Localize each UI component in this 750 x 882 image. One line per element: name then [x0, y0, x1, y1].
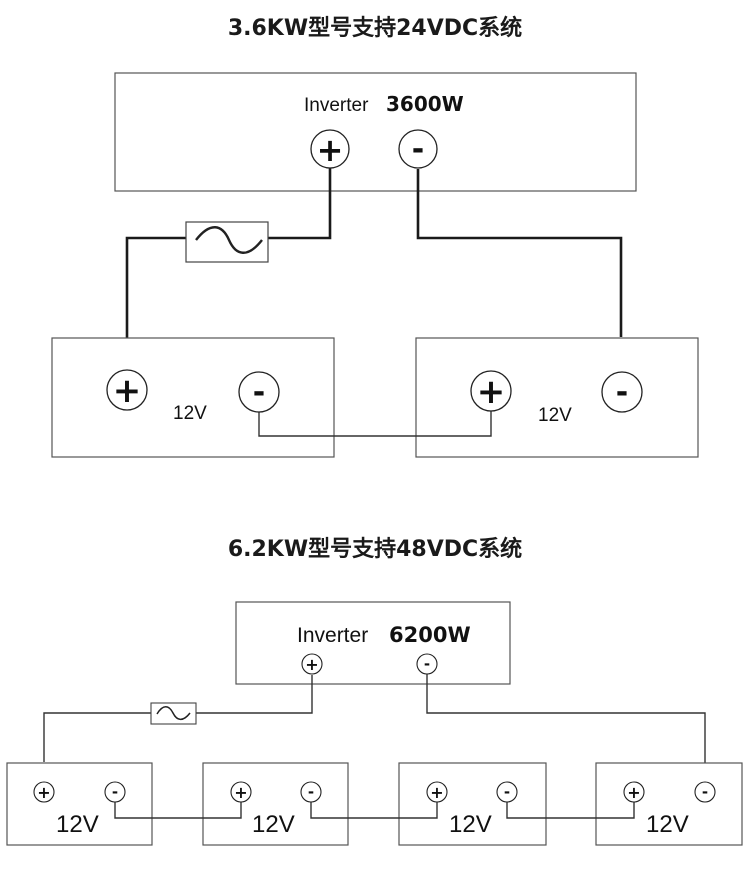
- inverter-label: Inverter: [304, 95, 369, 116]
- svg-text:+: +: [305, 655, 318, 674]
- battery-voltage-label: 12V: [646, 811, 689, 838]
- inverter-power: 6200W: [389, 623, 471, 647]
- svg-text:+: +: [37, 783, 50, 802]
- svg-text:-: -: [112, 783, 118, 801]
- battery-negative-terminal-icon: -: [300, 781, 322, 803]
- battery-box: [415, 337, 699, 458]
- wire-inverter-positive: [196, 675, 313, 714]
- diagram2-title: 6.2KW型号支持48VDC系统: [227, 537, 523, 562]
- svg-text:+: +: [317, 131, 344, 169]
- svg-text:-: -: [702, 783, 708, 801]
- wire-series-link: [310, 802, 438, 819]
- svg-text:-: -: [424, 655, 430, 673]
- wire-series-link: [506, 802, 635, 819]
- battery-voltage-label: 12V: [56, 811, 99, 838]
- battery-positive-terminal-icon: +: [106, 369, 148, 411]
- battery-box: [202, 762, 349, 846]
- inverter-box: [235, 601, 511, 685]
- diagram2: Inverter 6200W 12V 12V 12V 12V +: [6, 601, 743, 846]
- battery-positive-terminal-icon: +: [33, 781, 55, 803]
- inverter-box: [114, 72, 637, 192]
- battery-voltage-label: 12V: [449, 811, 492, 838]
- wire-inverter-negative: [426, 674, 706, 781]
- battery-box: [398, 762, 547, 846]
- wire-fuse-to-battery-positive: [125, 236, 186, 368]
- wire-fuse-to-battery-positive: [43, 712, 151, 762]
- diagram1: Inverter 3600W 12V 12V + - +: [51, 72, 699, 458]
- battery-positive-terminal-icon: +: [230, 781, 252, 803]
- battery-negative-terminal-icon: -: [238, 371, 280, 413]
- svg-text:+: +: [430, 783, 443, 802]
- inverter-label: Inverter: [297, 624, 368, 647]
- svg-text:+: +: [113, 371, 142, 411]
- svg-text:-: -: [253, 375, 265, 410]
- inverter-positive-terminal-icon: +: [310, 129, 350, 169]
- fuse-icon: [185, 221, 269, 263]
- wire-series-link: [258, 411, 492, 437]
- svg-text:-: -: [412, 132, 424, 167]
- battery-negative-terminal-icon: -: [104, 781, 126, 803]
- battery-box: [595, 762, 743, 846]
- wire-series-link: [114, 802, 242, 819]
- inverter-negative-terminal-icon: -: [416, 653, 438, 675]
- svg-text:-: -: [308, 783, 314, 801]
- wire-inverter-negative: [416, 169, 623, 337]
- svg-text:-: -: [504, 783, 510, 801]
- battery-voltage-label: 12V: [173, 403, 207, 424]
- inverter-negative-terminal-icon: -: [398, 129, 438, 169]
- inverter-power: 3600W: [386, 92, 464, 116]
- battery-voltage-label: 12V: [252, 811, 295, 838]
- wire-inverter-positive: [268, 167, 332, 240]
- svg-text:+: +: [477, 372, 506, 412]
- battery-positive-terminal-icon: +: [426, 781, 448, 803]
- battery-negative-terminal-icon: -: [601, 371, 643, 413]
- inverter-positive-terminal-icon: +: [301, 653, 323, 675]
- svg-text:+: +: [234, 783, 247, 802]
- battery-negative-terminal-icon: -: [694, 781, 716, 803]
- svg-text:-: -: [616, 375, 628, 410]
- svg-text:+: +: [627, 783, 640, 802]
- battery-positive-terminal-icon: +: [470, 370, 512, 412]
- battery-box: [6, 762, 153, 846]
- fuse-icon: [150, 702, 197, 725]
- battery-positive-terminal-icon: +: [623, 781, 645, 803]
- battery-voltage-label: 12V: [538, 405, 572, 426]
- diagram1-title: 3.6KW型号支持24VDC系统: [227, 16, 523, 41]
- battery-box: [51, 337, 335, 458]
- battery-negative-terminal-icon: -: [496, 781, 518, 803]
